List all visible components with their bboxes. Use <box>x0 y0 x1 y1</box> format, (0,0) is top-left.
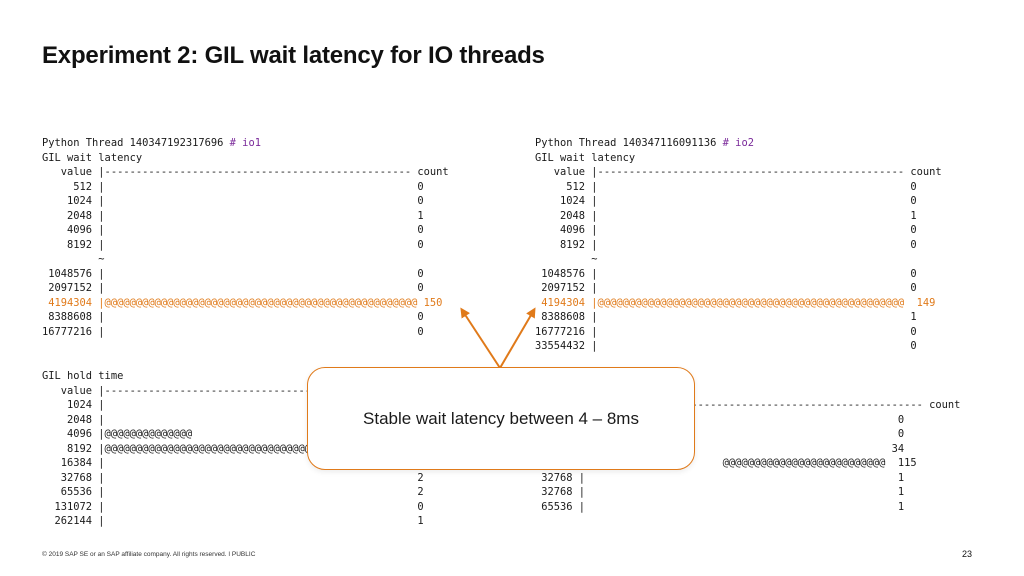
left-thread-comment: # io1 <box>229 137 261 149</box>
left-hold-row: 16384 | <box>42 457 105 469</box>
left-wait-row: 1024 | 0 <box>42 195 424 207</box>
right-wait-row: 8388608 | 1 <box>535 311 917 323</box>
left-hold-row: 8192 |@@@@@@@@@@@@@@@@@@@@@@@@@@@@@@@@@@… <box>42 442 343 455</box>
arrow-right <box>499 307 536 369</box>
page-number: 23 <box>961 549 972 559</box>
right-wait-row: 4096 | 0 <box>535 224 917 236</box>
right-hold-row: 32768 | 1 <box>535 471 905 484</box>
right-wait-row: 2097152 | 0 <box>535 282 917 294</box>
slide-title: Experiment 2: GIL wait latency for IO th… <box>42 42 545 69</box>
right-hold-row: 34 <box>535 442 905 455</box>
left-hold-row: 2048 | <box>42 413 105 426</box>
left-wait-row: 16777216 | 0 <box>42 325 424 338</box>
left-thread-header: Python Thread 140347192317696 # io1 <box>42 136 449 151</box>
right-hold-row: 32768 | 1 <box>535 486 905 498</box>
left-thread-hold-histogram: GIL hold time value |-------------------… <box>42 369 449 529</box>
right-hold-row: 65536 | 1 <box>535 500 905 513</box>
right-hold-row: 0 <box>535 428 905 440</box>
right-wait-row: 512 | 0 <box>535 180 917 193</box>
right-wait-row: value |---------------------------------… <box>535 166 942 178</box>
left-wait-title: GIL wait latency <box>42 151 143 164</box>
right-hold-row: ----------------------------------------… <box>535 399 961 411</box>
right-thread-comment: # io2 <box>722 137 754 149</box>
right-wait-row: ~ <box>535 253 598 265</box>
right-hold-row: 0 <box>535 413 905 426</box>
left-hold-row: 131072 | 0 <box>42 500 424 513</box>
left-wait-row: value |---------------------------------… <box>42 166 449 178</box>
left-hold-row: 262144 | 1 <box>42 515 424 527</box>
left-thread-id: Python Thread 140347192317696 <box>42 137 230 149</box>
left-hold-row: 65536 | 2 <box>42 486 424 498</box>
right-wait-row: 4194304 |@@@@@@@@@@@@@@@@@@@@@@@@@@@@@@@… <box>535 296 936 309</box>
right-wait-title: GIL wait latency <box>535 151 636 164</box>
left-wait-row: 2097152 | 0 <box>42 282 424 294</box>
right-wait-row: 1048576 | 0 <box>535 267 917 280</box>
left-wait-row: 512 | 0 <box>42 180 424 193</box>
right-wait-row: 2048 | 1 <box>535 209 917 222</box>
right-wait-row: 16777216 | 0 <box>535 325 917 338</box>
footer-copyright: © 2019 SAP SE or an SAP affiliate compan… <box>42 551 256 558</box>
left-wait-row: 4194304 |@@@@@@@@@@@@@@@@@@@@@@@@@@@@@@@… <box>42 296 443 309</box>
right-wait-row: 8192 | 0 <box>535 238 917 251</box>
left-hold-row: 4096 |@@@@@@@@@@@@@@ <box>42 428 193 440</box>
left-hold-row: 1024 | <box>42 399 105 411</box>
left-hold-title: GIL hold time <box>42 370 124 382</box>
left-wait-row: 1048576 | 0 <box>42 267 424 280</box>
right-thread-header: Python Thread 140347116091136 # io2 <box>535 136 942 151</box>
right-wait-row: 1024 | 0 <box>535 195 917 207</box>
arrow-left <box>460 307 501 369</box>
left-wait-row: ~ <box>42 253 105 265</box>
right-thread-id: Python Thread 140347116091136 <box>535 137 723 149</box>
callout-box: Stable wait latency between 4 – 8ms <box>307 367 695 470</box>
left-wait-row: 8192 | 0 <box>42 238 424 251</box>
left-wait-row: 8388608 | 0 <box>42 311 424 323</box>
left-wait-row: 2048 | 1 <box>42 209 424 222</box>
left-hold-row: 32768 | 2 <box>42 471 424 484</box>
right-wait-row: 33554432 | 0 <box>535 340 917 352</box>
left-wait-row: 4096 | 0 <box>42 224 424 236</box>
